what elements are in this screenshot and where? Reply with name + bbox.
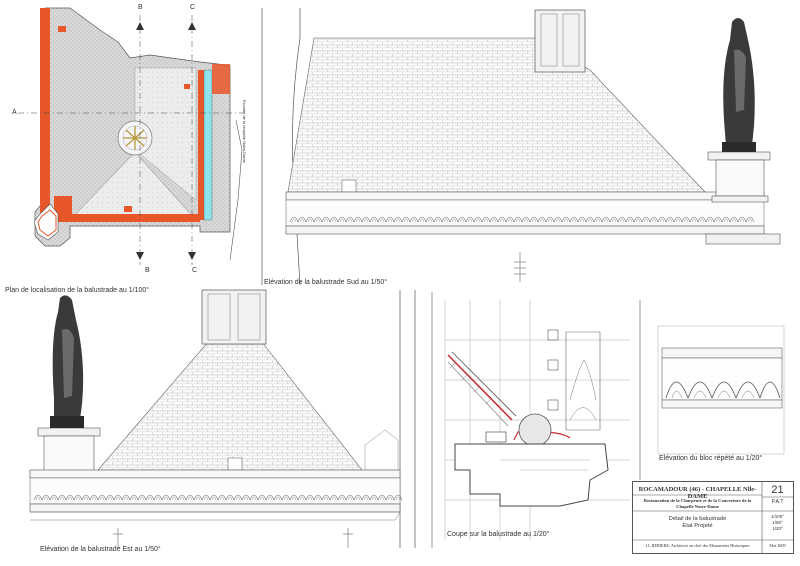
frame-lines: [431, 292, 641, 548]
label-section: Coupe sur la balustrade au 1/20°: [447, 531, 550, 538]
project-subtitle-line2: Chapelle Notre-Dame: [676, 503, 719, 509]
label-plan: Plan de localisation de la balustrade au…: [5, 287, 150, 294]
sheet-description-line2: Etat Projeté: [682, 523, 713, 529]
section-mark-b-top: B: [138, 4, 143, 11]
section-mark-c-bottom: C: [192, 267, 198, 274]
title-block-grid: [633, 482, 793, 553]
label-south-elevation: Elévation de la balustrade Sud au 1/50°: [264, 279, 388, 286]
label-east-elevation: Elévation de la balustrade Est au 1/50°: [40, 546, 161, 553]
south-elevation: [261, 8, 781, 286]
sheet-number: 21: [771, 484, 784, 496]
sheet-description: Détail de la balustrade Etat Projeté: [635, 516, 760, 530]
phase-code: P.A.T: [771, 499, 784, 505]
scale-3: 1/20°: [772, 526, 783, 531]
project-subtitle-line1: Restauration de la Charpente et de la Co…: [643, 498, 752, 503]
title-block: ROCAMADOUR (46) - CHAPELLE Nlle-DAME Res…: [632, 481, 794, 554]
section-view: [444, 300, 630, 540]
date: Mai 2009: [769, 543, 786, 548]
sheet-description-line1: Détail de la balustrade: [668, 516, 727, 522]
east-elevation: [29, 289, 416, 548]
scale-2: 1/50°: [772, 520, 783, 525]
scale-1: 1/100°: [770, 514, 785, 519]
project-subtitle: Restauration de la Charpente et de la Co…: [635, 498, 760, 509]
label-bloc: Elévation du bloc répété au 1/20°: [659, 455, 763, 462]
street-label: Escalier de la chapelle Notre-Dame: [242, 100, 247, 163]
bloc-detail: [657, 325, 785, 455]
project-title: ROCAMADOUR (46) - CHAPELLE Nlle-DAME: [638, 486, 757, 500]
section-mark-a: A: [12, 109, 17, 116]
section-mark-b-bottom: B: [145, 267, 150, 274]
architect: J.L REBIERE, Architecte en chef des Monu…: [645, 543, 750, 548]
scales: 1/100° 1/50° 1/20°: [764, 514, 791, 532]
section-mark-c-top: C: [190, 4, 196, 11]
plan-view: [18, 7, 245, 265]
